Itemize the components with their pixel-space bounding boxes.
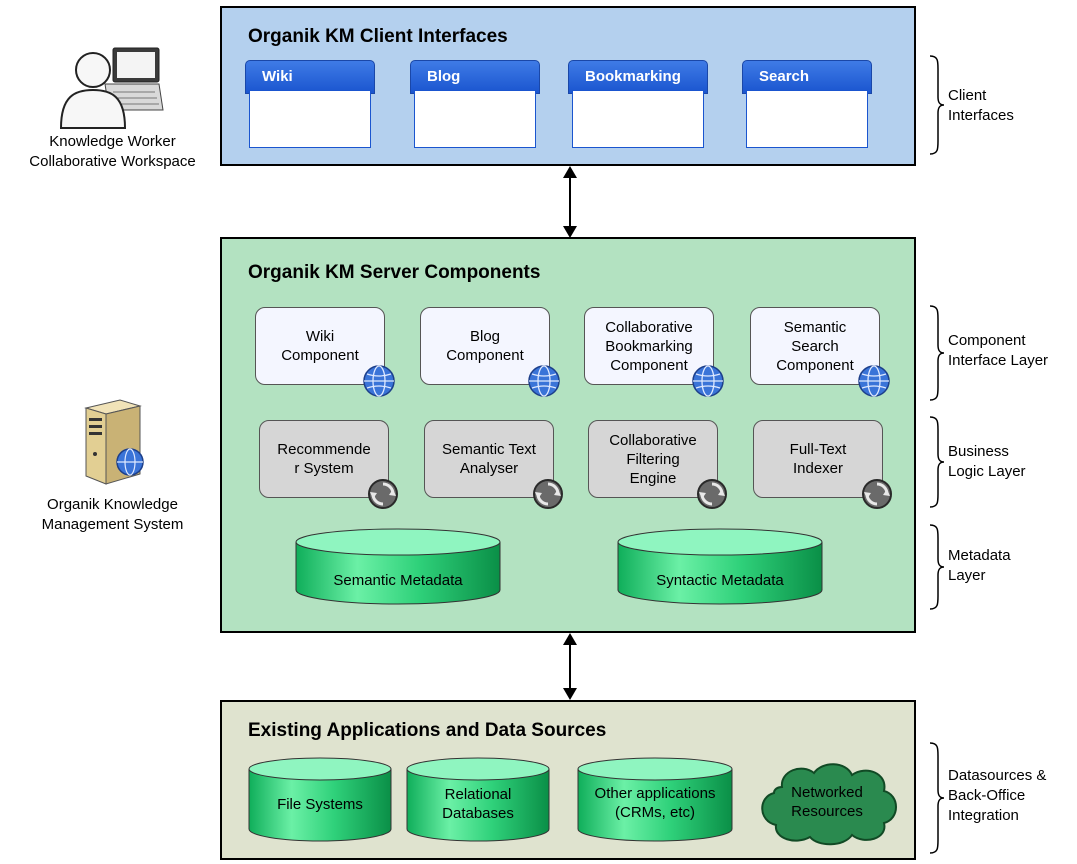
knowledge-worker-icon (59, 47, 164, 129)
wiki-component-label: Wiki Component (281, 328, 359, 364)
client-interfaces-layer-label: Client Interfaces (948, 87, 1014, 124)
recommender-system-label: Recommende r System (277, 441, 371, 477)
business-logic-layer-label: Business Logic Layer (948, 443, 1026, 480)
search-component-box: Semantic Search Component (750, 307, 890, 397)
datasource-layer-brace (929, 742, 945, 854)
server-panel-title: Organik KM Server Components (248, 262, 541, 283)
wiki-component-box: Wiki Component (255, 307, 395, 397)
wiki-window: Wiki (245, 60, 375, 148)
file-systems-cylinder (248, 757, 392, 842)
collaborative-filtering-engine-label: Collaborative Filtering Engine (609, 431, 697, 487)
globe-icon (363, 365, 395, 397)
globe-icon (528, 365, 560, 397)
cycle-gear-icon (862, 479, 892, 509)
component-interface-layer-label: Component Interface Layer (948, 332, 1049, 369)
bookmarking-window-title: Bookmarking (585, 68, 681, 85)
file-systems-label: File Systems (277, 796, 363, 813)
server-computer-icon (84, 399, 144, 485)
semantic-text-analyser-label: Semantic Text Analyser (442, 441, 536, 477)
syntactic-metadata-label: Syntactic Metadata (656, 572, 784, 589)
blog-component-box: Blog Component (420, 307, 560, 397)
cycle-gear-icon (533, 479, 563, 509)
bookmarking-window: Bookmarking (568, 60, 708, 148)
semantic-text-analyser-box: Semantic Text Analyser (424, 420, 563, 509)
other-applications-cylinder (577, 757, 733, 842)
search-component-label: Semantic Search Component (776, 318, 854, 374)
wiki-window-title: Wiki (262, 68, 293, 85)
knowledge-worker-label: Knowledge Worker Collaborative Workspace (29, 133, 196, 170)
semantic-metadata-label: Semantic Metadata (333, 572, 463, 589)
metadata-layer-label: Metadata Layer (948, 547, 1011, 584)
client-server-arrow (563, 166, 577, 238)
full-text-indexer-box: Full-Text Indexer (753, 420, 892, 509)
cycle-gear-icon (368, 479, 398, 509)
metadata-layer-brace (929, 524, 945, 610)
cycle-gear-icon (697, 479, 727, 509)
datasources-integration-layer-label: Datasources & Back-Office Integration (948, 767, 1047, 824)
globe-icon (858, 365, 890, 397)
other-applications-label: Other applications (CRMs, etc) (594, 785, 716, 821)
organik-system-label: Organik Knowledge Management System (41, 496, 184, 533)
networked-resources-cloud (761, 763, 897, 846)
relational-databases-label: Relational Databases (442, 786, 514, 822)
logic-layer-brace (929, 416, 945, 508)
bookmarking-component-box: Collaborative Bookmarking Component (584, 307, 724, 397)
client-panel-title: Organik KM Client Interfaces (248, 26, 508, 47)
syntactic-metadata-cylinder (617, 528, 823, 605)
data-panel-title: Existing Applications and Data Sources (248, 720, 607, 741)
semantic-metadata-cylinder (295, 528, 501, 605)
server-data-arrow (563, 633, 577, 700)
networked-resources-label: Networked Resources (791, 784, 863, 820)
search-window: Search (742, 60, 872, 148)
globe-icon (692, 365, 724, 397)
relational-databases-cylinder (406, 757, 550, 842)
blog-component-label: Blog Component (446, 328, 524, 364)
collaborative-filtering-engine-box: Collaborative Filtering Engine (588, 420, 727, 509)
recommender-system-box: Recommende r System (259, 420, 398, 509)
component-layer-brace (929, 305, 945, 401)
blog-window-title: Blog (427, 68, 461, 85)
search-window-title: Search (759, 68, 810, 85)
blog-window: Blog (410, 60, 540, 148)
bookmarking-component-label: Collaborative Bookmarking Component (605, 318, 693, 374)
full-text-indexer-label: Full-Text Indexer (789, 441, 847, 477)
client-layer-brace (929, 55, 945, 155)
